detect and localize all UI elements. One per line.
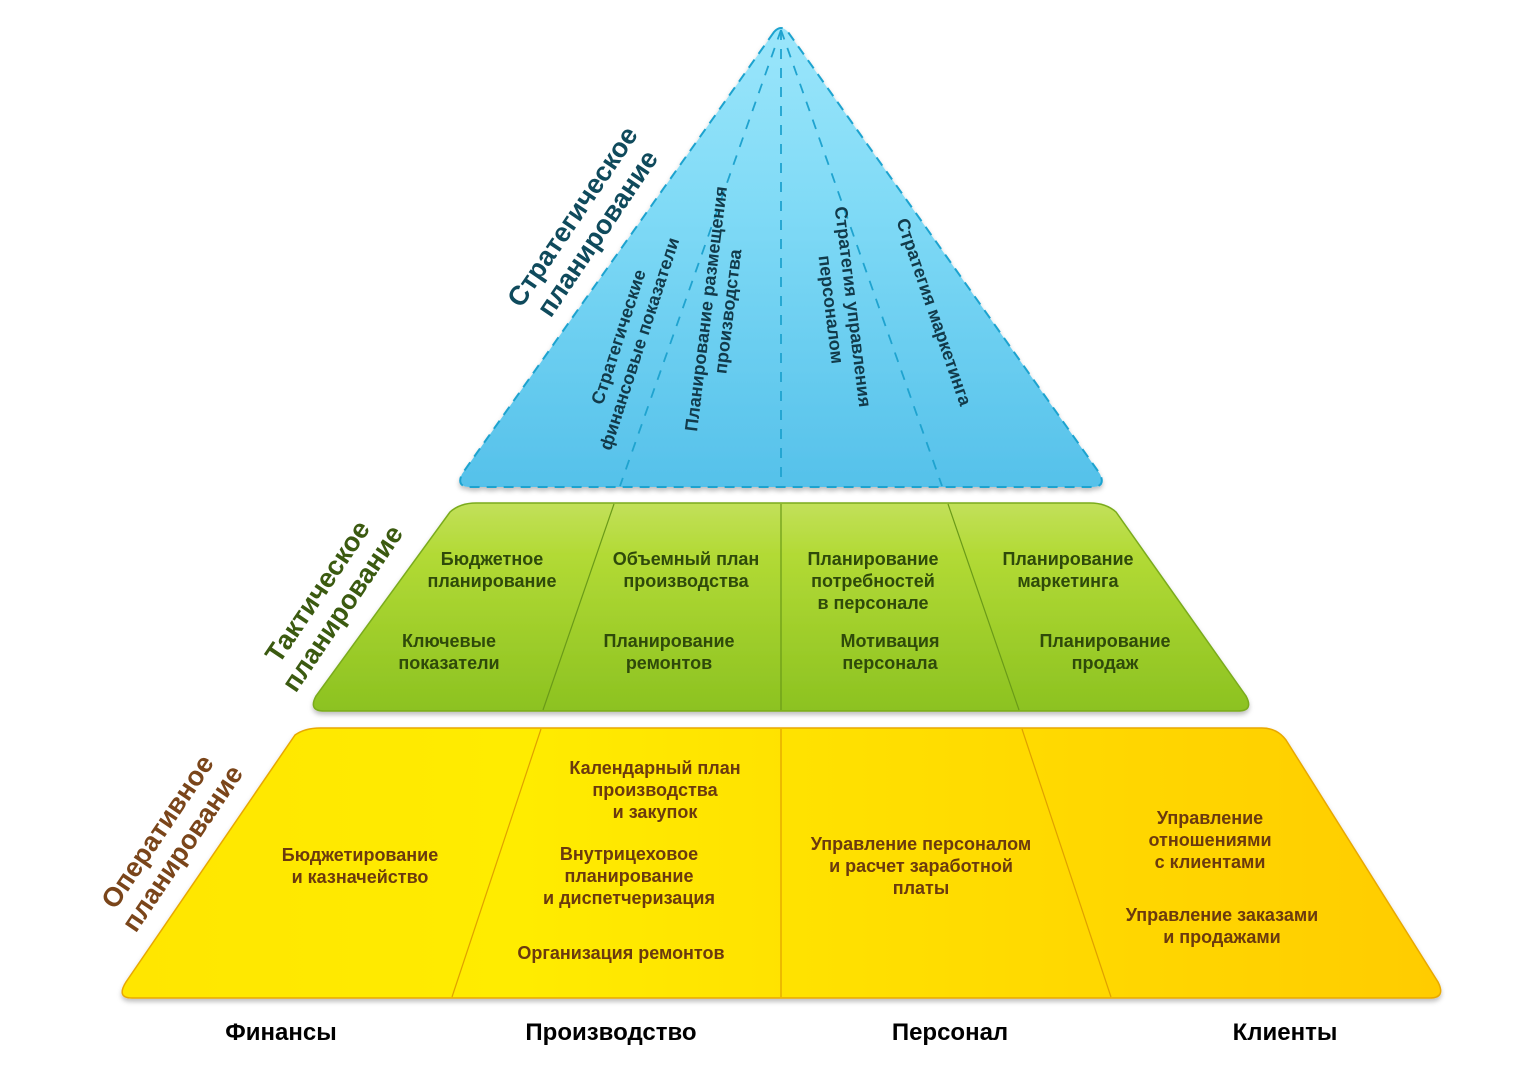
tactical-item-line: Планирование <box>1002 549 1133 569</box>
operational-level <box>121 727 1442 999</box>
column-label-personnel: Персонал <box>892 1019 1008 1046</box>
column-label-clients: Клиенты <box>1233 1019 1338 1046</box>
tactical-item-line: потребностей <box>811 571 935 591</box>
operational-item-line: Календарный план <box>569 758 740 778</box>
tactical-item-line: Бюджетное <box>441 549 544 569</box>
tactical-item-line: Планирование <box>603 631 734 651</box>
operational-divider-1 <box>451 728 542 998</box>
column-labels: Финансы Производство Персонал Клиенты <box>225 1019 1337 1046</box>
tactical-divider-3 <box>947 503 1020 711</box>
operational-item-line: с клиентами <box>1155 852 1266 872</box>
tactical-item-line: производства <box>623 571 749 591</box>
strategic-tier-shape <box>459 27 1103 488</box>
operational-item: Организация ремонтов <box>517 943 724 963</box>
operational-item-line: и продажами <box>1163 927 1281 947</box>
tactical-item-line: планирование <box>427 571 556 591</box>
tactical-item-line: продаж <box>1072 653 1139 673</box>
tactical-divider-1 <box>542 503 615 711</box>
operational-item-line: и расчет заработной <box>829 856 1013 876</box>
operational-item-line: Управление <box>1157 808 1263 828</box>
tactical-item-line: Ключевые <box>402 631 496 651</box>
operational-item-line: и закупок <box>613 802 699 822</box>
operational-item-line: планирование <box>564 866 693 886</box>
tactical-item-line: Мотивация <box>841 631 940 651</box>
operational-item-line: платы <box>893 878 950 898</box>
tactical-level <box>312 502 1250 712</box>
tactical-item-line: Планирование <box>1039 631 1170 651</box>
operational-item-line: Внутрицеховое <box>560 844 698 864</box>
strategic-divider-1 <box>619 29 782 487</box>
operational-item-line: и казначейство <box>292 867 429 887</box>
operational-item-line: Управление заказами <box>1126 905 1318 925</box>
column-label-finance: Финансы <box>225 1019 336 1046</box>
operational-item-line: отношениями <box>1148 830 1271 850</box>
operational-item-line: и диспетчеризация <box>543 888 715 908</box>
tactical-item-line: ремонтов <box>626 653 712 673</box>
column-label-production: Производство <box>525 1019 696 1046</box>
tactical-item-line: персонала <box>842 653 938 673</box>
operational-item-line: Бюджетирование <box>282 845 438 865</box>
operational-item-line: производства <box>592 780 718 800</box>
tactical-item-line: в персонале <box>817 593 928 613</box>
tactical-item-line: маркетинга <box>1017 571 1119 591</box>
operational-divider-3 <box>1021 728 1112 998</box>
tactical-item-line: Планирование <box>807 549 938 569</box>
strategic-level <box>459 27 1103 488</box>
tactical-item-line: показатели <box>398 653 499 673</box>
operational-item-line: Организация ремонтов <box>517 943 724 963</box>
tactical-item-line: Объемный план <box>613 549 760 569</box>
strategic-divider-3 <box>780 29 943 487</box>
operational-item-line: Управление персоналом <box>811 834 1031 854</box>
